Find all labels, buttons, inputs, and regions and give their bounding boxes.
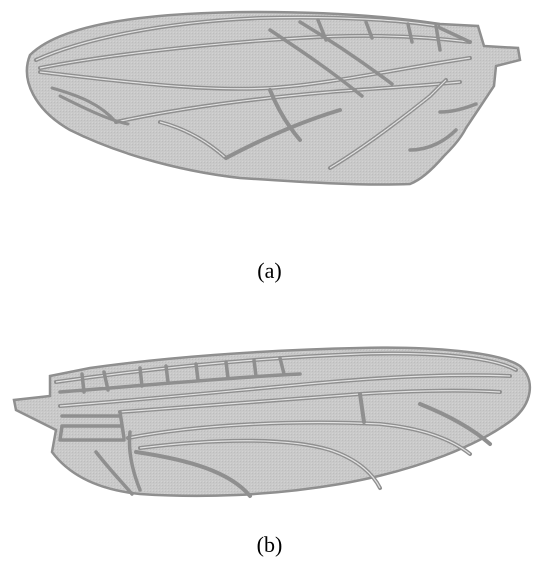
wing-panel-b: (b) (0, 320, 539, 571)
wing-drawing-b (0, 320, 539, 520)
panel-label-a: (a) (0, 260, 539, 282)
wing-drawing-a (0, 0, 539, 250)
panel-label-b: (b) (0, 534, 539, 556)
wing-panel-a: (a) (0, 0, 539, 300)
